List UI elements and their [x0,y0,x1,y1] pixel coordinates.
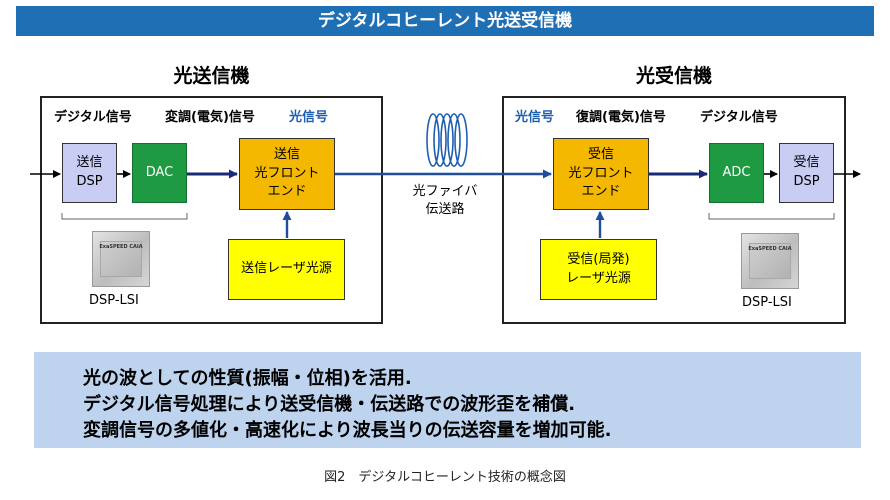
figure-caption: 図2 デジタルコヒーレント技術の概念図 [324,470,566,485]
rx-dsp-block: 受信 DSP [779,143,834,203]
fiber-coil-icon [426,113,468,167]
tx-chip-marking: ExaSPEED CAIA [99,244,143,250]
transmitter-title: 光送信機 [173,65,250,87]
tx-dsp-block: 送信 DSP [62,143,117,203]
rx-chip-marking: ExaSPEED CAIA [748,246,792,252]
summary-box: 光の波としての性質(振幅・位相)を活用. デジタル信号処理により送受信機・伝送路… [34,352,861,448]
adc-block: ADC [709,143,764,203]
diagram-connectors [30,113,861,238]
rx-dsp-lsi-label: DSP-LSI [742,295,792,310]
tx-label-digital: デジタル信号 [54,110,132,125]
tx-laser-block: 送信レーザ光源 [228,239,345,300]
summary-line-1: 光の波としての性質(振幅・位相)を活用. [83,368,412,389]
fiber-label: 光ファイバ 伝送路 [412,184,478,217]
page-title: デジタルコヒーレント光送受信機 [16,6,874,36]
receiver-title: 光受信機 [635,65,712,87]
tx-label-modulated: 変調(電気)信号 [165,110,255,125]
rx-label-demodulated: 復調(電気)信号 [576,110,666,125]
tx-lsi-bracket [61,213,188,220]
dac-block: DAC [132,143,187,203]
rx-laser-block: 受信(局発) レーザ光源 [540,239,657,300]
tx-dsp-lsi-label: DSP-LSI [89,293,139,308]
rx-label-optical: 光信号 [515,110,555,125]
summary-line-3: 変調信号の多値化・高速化により波長当りの伝送容量を増加可能. [83,420,612,441]
summary-line-2: デジタル信号処理により送受信機・伝送路での波形歪を補償. [83,394,576,415]
tx-front-end-block: 送信 光フロント エンド [239,138,335,210]
tx-label-optical: 光信号 [289,110,329,125]
tx-dsp-lsi-chip-image: ExaSPEED CAIA [92,231,150,287]
rx-front-end-block: 受信 光フロント エンド [553,138,649,210]
rx-label-digital: デジタル信号 [700,110,778,125]
rx-dsp-lsi-chip-image: ExaSPEED CAIA [741,233,799,289]
rx-lsi-bracket [708,213,835,220]
